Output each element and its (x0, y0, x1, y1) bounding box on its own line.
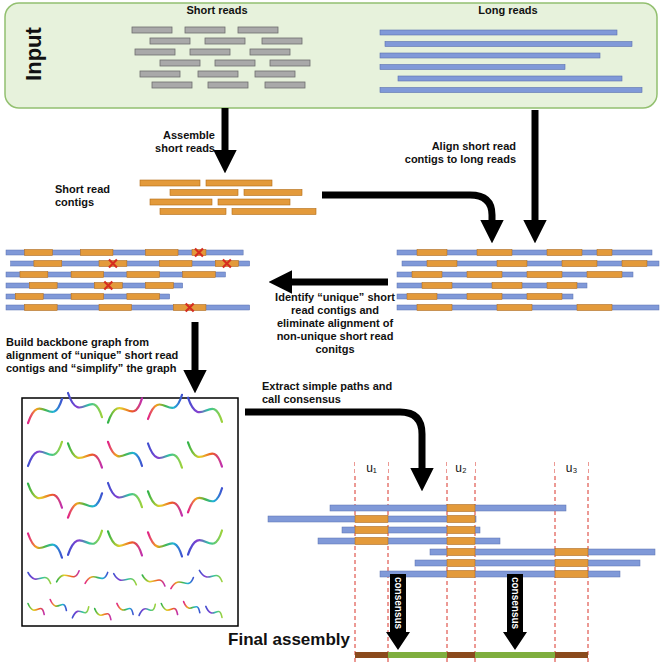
read-group: Long reads (372, 4, 644, 100)
group-heading: Short reads (122, 4, 312, 16)
edge-label: Assemble short reads (139, 129, 215, 155)
consensus-arrow: consensus (386, 574, 410, 650)
consensus-reads (268, 505, 655, 578)
step-label: Align short read contigs to long reads (392, 140, 516, 166)
arrow-text: consensus (391, 571, 405, 635)
region-label: u₂ (447, 461, 475, 476)
group-heading: Short read contigs (55, 183, 133, 209)
arrow-text: consensus (508, 571, 522, 635)
step-label: Build backbone graph from alignment of “… (6, 336, 184, 375)
panel-title: Input (21, 27, 47, 81)
region-label: u₃ (555, 461, 588, 476)
consensus-arrow: consensus (503, 574, 527, 650)
group-heading: Long reads (372, 4, 644, 16)
output-title: Final assembly (205, 630, 350, 650)
long-reads (380, 30, 642, 93)
graph-curves (28, 393, 222, 620)
contigs (140, 180, 316, 215)
region-label: u₁ (355, 461, 388, 476)
short-reads (132, 27, 310, 88)
flow-arrow (245, 412, 422, 470)
input-panel (5, 3, 657, 108)
contig-group: Short read contigs (55, 176, 320, 216)
flow-arrow (532, 110, 539, 222)
aligned-reads (397, 250, 659, 311)
step-label: Extract simple paths and call consensus (262, 380, 412, 406)
flow-arrow (192, 322, 199, 372)
flow-arrow (290, 279, 388, 286)
input-panel: Input Short reads Long reads (5, 3, 657, 108)
final-assembly-bar (355, 652, 588, 658)
connector-arrow (222, 108, 229, 152)
graph-box (22, 398, 238, 626)
flow-arrow (322, 195, 492, 222)
read-group: Short reads (122, 4, 312, 100)
filtered-reads (6, 249, 250, 312)
step-label: Identify “unique” short read contigs and… (272, 291, 398, 356)
